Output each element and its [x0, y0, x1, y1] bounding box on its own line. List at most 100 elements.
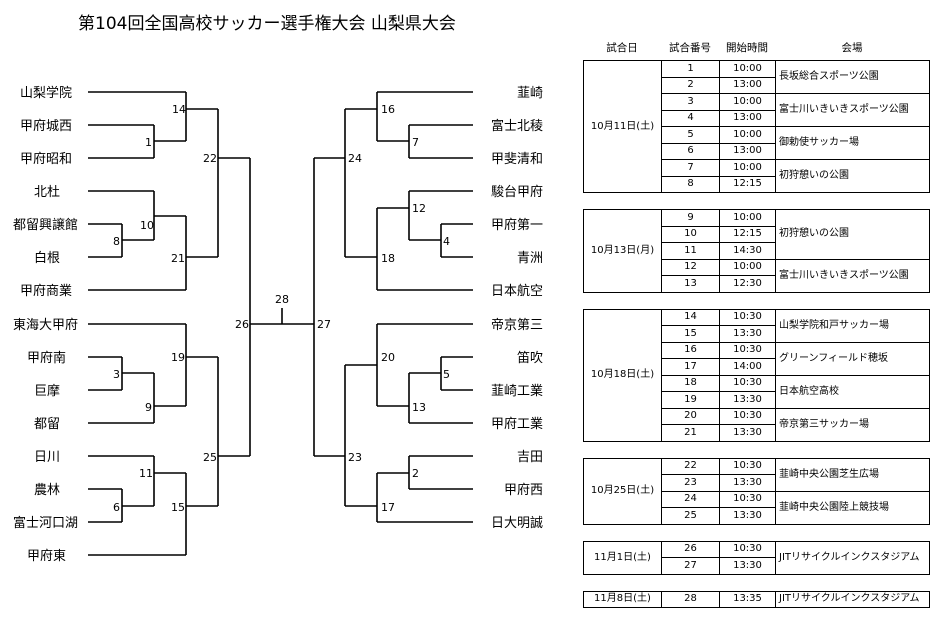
venue: 韮崎中央公園芝生広場: [775, 457, 930, 492]
start-time: 10:00: [719, 60, 776, 78]
match-no: 18: [661, 374, 720, 392]
match-no: 25: [661, 507, 720, 525]
match-date: 10月11日(土): [583, 60, 662, 193]
venue: 長坂総合スポーツ公園: [775, 60, 930, 94]
start-time: 10:30: [719, 407, 776, 425]
start-time: 10:30: [719, 540, 776, 558]
start-time: 10:30: [719, 341, 776, 359]
match-date: 10月18日(土): [583, 308, 662, 442]
start-time: 10:30: [719, 374, 776, 392]
venue: 山梨学院和戸サッカー場: [775, 308, 930, 343]
team-right-9: 笛吹: [517, 350, 543, 366]
team-right-4: 駿台甲府: [491, 185, 543, 200]
page-title: 第104回全国高校サッカー選手権大会 山梨県大会: [78, 14, 456, 34]
team-left-14: 富士河口湖: [13, 515, 78, 531]
match-no: 22: [661, 457, 720, 475]
match-date: 10月25日(土): [583, 457, 662, 525]
match-number-21: 21: [171, 252, 185, 265]
team-right-11: 甲府工業: [491, 416, 543, 432]
team-right-2: 富士北稜: [491, 118, 543, 134]
match-numbers-right: 16 7 24 12 4 18 27 20 5 13 23 2 17: [317, 103, 450, 514]
team-left-13: 農林: [34, 483, 60, 498]
match-no: 19: [661, 391, 720, 409]
venue: グリーンフィールド穂坂: [775, 341, 930, 376]
start-time: 10:30: [719, 457, 776, 475]
match-no: 16: [661, 341, 720, 359]
header-start-time: 開始時間: [726, 41, 768, 54]
match-number-18: 18: [381, 252, 395, 265]
match-no: 9: [661, 209, 720, 227]
match-number-26: 26: [235, 318, 249, 331]
start-time: 13:35: [719, 590, 776, 608]
team-right-3: 甲斐清和: [491, 152, 543, 167]
match-no: 15: [661, 325, 720, 343]
match-no: 14: [661, 308, 720, 326]
start-time: 13:30: [719, 474, 776, 492]
match-number-9: 9: [145, 401, 152, 414]
match-number-12: 12: [412, 202, 426, 215]
match-no: 3: [661, 93, 720, 111]
match-no: 20: [661, 407, 720, 425]
start-time: 14:00: [719, 358, 776, 376]
match-no: 21: [661, 424, 720, 442]
team-left-15: 甲府東: [27, 548, 66, 564]
team-right-10: 韮崎工業: [491, 383, 543, 399]
start-time: 10:00: [719, 258, 776, 276]
team-right-8: 帝京第三: [491, 317, 543, 333]
bracket-lines-left: [88, 91, 314, 556]
match-no: 2: [661, 76, 720, 94]
team-left-7: 甲府商業: [20, 283, 72, 299]
team-right-1: 韮崎: [517, 86, 543, 101]
team-left-9: 甲府南: [27, 350, 66, 366]
venue: 日本航空高校: [775, 374, 930, 409]
match-number-6: 6: [113, 501, 120, 514]
match-number-14: 14: [172, 103, 186, 116]
match-date: 10月13日(月): [583, 209, 662, 293]
team-right-14: 日大明誠: [491, 516, 543, 531]
start-time: 13:30: [719, 391, 776, 409]
match-number-15: 15: [171, 501, 185, 514]
match-date: 11月1日(土): [583, 540, 662, 575]
team-right-5: 甲府第一: [491, 218, 543, 233]
match-no: 11: [661, 242, 720, 260]
tournament-bracket: 第104回全国高校サッカー選手権大会 山梨県大会 山梨学院 甲府城西 甲府昭和 …: [13, 14, 543, 564]
start-time: 12:15: [719, 225, 776, 243]
venue: 富士川いきいきスポーツ公園: [775, 258, 930, 293]
team-right-6: 青洲: [517, 251, 543, 266]
team-left-4: 北杜: [34, 185, 60, 200]
team-left-12: 日川: [34, 450, 60, 465]
match-number-28: 28: [275, 293, 289, 306]
team-left-2: 甲府城西: [20, 119, 72, 134]
match-date: 11月8日(土): [583, 590, 662, 608]
match-no: 12: [661, 258, 720, 276]
match-number-24: 24: [348, 152, 362, 165]
bracket-lines-right: [313, 91, 473, 523]
team-left-6: 白根: [34, 250, 60, 266]
start-time: 13:30: [719, 507, 776, 525]
match-number-7: 7: [412, 136, 419, 149]
match-number-27: 27: [317, 318, 331, 331]
venue: 初狩憩いの公園: [775, 159, 930, 193]
